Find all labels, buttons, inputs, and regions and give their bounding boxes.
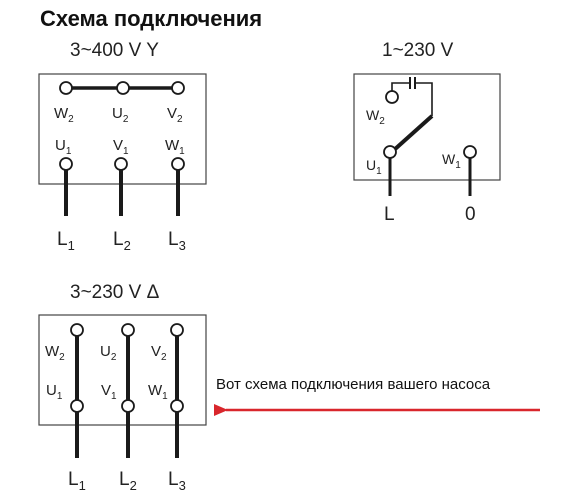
single-phase-terminal-block: W2 U1 W1 L 0	[353, 73, 501, 225]
star-terminal-block: W2 U2 V2 U1 V1 W1 L1 L2 L3	[38, 73, 207, 253]
single-line-zero: 0	[465, 204, 476, 225]
star-terminal-u1	[59, 157, 73, 171]
star-label-w2: W2	[54, 105, 74, 125]
delta-terminal-block: W2 U2 V2 U1 V1 W1 L1 L2 L3	[38, 314, 207, 493]
star-line-l1: L1	[57, 229, 75, 253]
delta-label-u2: U2	[100, 343, 117, 363]
delta-terminal-w2	[70, 323, 84, 337]
delta-terminal-v1	[121, 399, 135, 413]
delta-label-w2: W2	[45, 343, 65, 363]
delta-terminal-u1	[70, 399, 84, 413]
star-line-l3: L3	[168, 229, 186, 253]
delta-label-v2: V2	[151, 343, 167, 363]
delta-terminal-u2	[121, 323, 135, 337]
delta-terminal-w1	[170, 399, 184, 413]
star-terminal-u2	[116, 81, 130, 95]
star-connection-label: 3~400 V Y	[70, 40, 159, 61]
single-terminal-w2	[385, 90, 399, 104]
star-terminal-w1	[171, 157, 185, 171]
single-line-l: L	[384, 204, 395, 225]
delta-terminal-v2	[170, 323, 184, 337]
delta-line-l1: L1	[68, 469, 86, 493]
diagram-title: Схема подключения	[40, 6, 263, 31]
delta-label-u1: U1	[46, 382, 63, 402]
star-label-v2: V2	[167, 105, 183, 125]
single-phase-box	[353, 73, 501, 181]
delta-line-l3: L3	[168, 469, 186, 493]
delta-label-w1: W1	[148, 382, 168, 402]
star-terminal-w2	[59, 81, 73, 95]
single-label-w1: W1	[442, 151, 461, 171]
star-terminal-v1	[114, 157, 128, 171]
single-terminal-w1	[463, 145, 477, 159]
delta-connection-label: 3~230 V Δ	[70, 282, 160, 303]
single-label-w2: W2	[366, 107, 385, 127]
delta-box	[38, 314, 207, 426]
single-phase-bridge	[392, 114, 434, 152]
star-line-l2: L2	[113, 229, 131, 253]
star-label-w1: W1	[165, 137, 185, 157]
star-label-u2: U2	[112, 105, 129, 125]
delta-line-l2: L2	[119, 469, 137, 493]
single-label-u1: U1	[366, 157, 382, 177]
single-phase-label: 1~230 V	[382, 40, 454, 61]
pump-connection-note: Вот схема подключения вашего насоса	[216, 376, 491, 393]
star-terminal-v2	[171, 81, 185, 95]
single-terminal-u1	[383, 145, 397, 159]
star-label-u1: U1	[55, 137, 72, 157]
star-label-v1: V1	[113, 137, 129, 157]
capacitor-wire-right	[415, 82, 433, 116]
delta-label-v1: V1	[101, 382, 117, 402]
